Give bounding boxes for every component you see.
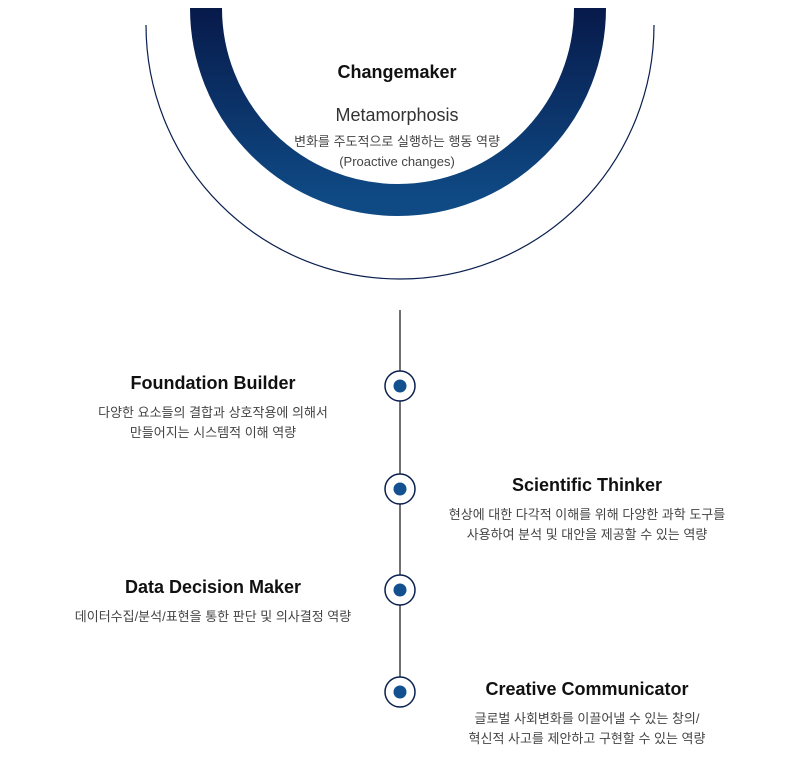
timeline-dot [393, 379, 407, 699]
item-scientific-thinker: Scientific Thinker 현상에 대한 다각적 이해를 위해 다양한… [449, 475, 725, 545]
item-title: Creative Communicator [485, 679, 689, 699]
desc-line: 데이터수집/분석/표현을 통한 판단 및 의사결정 역량 [74, 609, 352, 624]
item-creative-communicator: Creative Communicator 글로벌 사회변화를 이끌어낼 수 있… [469, 679, 706, 749]
top-subtitle: Metamorphosis [335, 105, 459, 125]
thick-gradient-arc [190, 7, 606, 216]
timeline-node [384, 370, 416, 708]
top-desc-line: 변화를 주도적으로 실행하는 행동 역량 [294, 134, 500, 149]
item-data-decision-maker: Data Decision Maker 데이터수집/분석/표현을 통한 판단 및… [75, 577, 351, 627]
item-foundation-builder: Foundation Builder 다양한 요소들의 결합과 상호작용에 의해… [98, 373, 328, 443]
item-description: 현상에 대한 다각적 이해를 위해 다양한 과학 도구를 사용하여 분석 및 대… [449, 505, 725, 545]
item-title: Scientific Thinker [511, 475, 663, 495]
item-description: 다양한 요소들의 결합과 상호작용에 의해서 만들어지는 시스템적 이해 역량 [98, 403, 328, 443]
item-description: 글로벌 사회변화를 이끌어낼 수 있는 창의/ 혁신적 사고를 제안하고 구현할… [469, 709, 706, 749]
item-title: Data Decision Maker [124, 577, 302, 597]
top-desc-line: (Proactive changes) [339, 154, 455, 169]
desc-line: 사용하여 분석 및 대안을 제공할 수 있는 역량 [466, 527, 708, 542]
top-description: 변화를 주도적으로 실행하는 행동 역량 (Proactive changes) [294, 132, 500, 172]
desc-line: 혁신적 사고를 제안하고 구현할 수 있는 역량 [468, 731, 706, 746]
desc-line: 글로벌 사회변화를 이끌어낼 수 있는 창의/ [474, 711, 700, 726]
item-description: 데이터수집/분석/표현을 통한 판단 및 의사결정 역량 [75, 607, 351, 627]
desc-line: 만들어지는 시스템적 이해 역량 [129, 425, 297, 440]
top-title: Changemaker [337, 62, 457, 82]
desc-line: 현상에 대한 다각적 이해를 위해 다양한 과학 도구를 [448, 507, 726, 522]
outer-thin-arc [145, 24, 655, 280]
desc-line: 다양한 요소들의 결합과 상호작용에 의해서 [98, 405, 328, 420]
item-title: Foundation Builder [130, 373, 296, 393]
